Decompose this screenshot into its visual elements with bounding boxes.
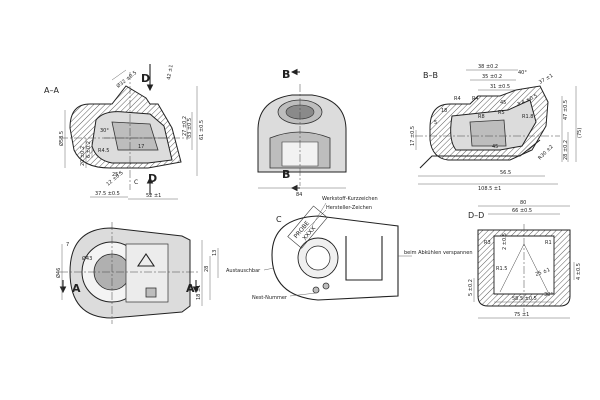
view-plan: A A Ø46 Ø43 7 13 28 18 ±1 bbox=[55, 222, 219, 324]
dim-aa-1: 42 ±1 bbox=[166, 64, 175, 80]
section-mark-d-bottom: D bbox=[148, 172, 157, 185]
plan-marking-box bbox=[145, 287, 157, 298]
dim-bb-6: R4 bbox=[472, 96, 479, 102]
dim-aa-3: 33 ±0.5 bbox=[187, 118, 193, 138]
c-nest-number-dot bbox=[312, 286, 320, 294]
dim-bb-4: 37 ±1 bbox=[538, 73, 554, 86]
callout-manufacturer: Hersteller-Zeichen bbox=[326, 205, 372, 211]
dim-plan-3: 13 bbox=[212, 250, 218, 256]
dim-plan-2: 7 bbox=[66, 242, 69, 248]
dim-bb-9: R5 bbox=[498, 110, 505, 116]
dim-bb-12: 17 ±0.5 bbox=[410, 126, 416, 146]
dim-aa-9: 30° bbox=[100, 128, 109, 134]
dim-bb-11: 5 bbox=[434, 120, 437, 126]
dim-aa-13: 37.5 ±0.5 bbox=[95, 191, 120, 197]
dim-dd-11: 75 ±1 bbox=[514, 312, 529, 318]
callout-exchangeable: Austauschbar bbox=[226, 268, 261, 274]
dim-aa-4: 61 ±0.5 bbox=[199, 120, 205, 140]
view-detail-c: C PROBE XXXX Werkstoff-Kurzzeichen Herst… bbox=[226, 196, 473, 301]
dim-aa-2: 27 ±0.2 bbox=[182, 116, 188, 136]
dim-aa-14: 52 ±1 bbox=[146, 193, 161, 199]
dim-dd-6: 25 ±1 bbox=[535, 267, 551, 278]
dim-aa-7: 6 ±0.2 bbox=[86, 141, 92, 158]
dim-bb-20: 56.5 bbox=[500, 170, 511, 176]
callout-nest-number: Nest-Nummer bbox=[252, 295, 288, 301]
dim-bb-5: R4 bbox=[454, 96, 461, 102]
dd-inner-cavity bbox=[493, 235, 555, 295]
dim-bb-3: 40° bbox=[518, 70, 527, 76]
dim-bb-1: 35 ±0.2 bbox=[482, 74, 502, 80]
view-section-bb: B–B 38 ±0.2 35 ±0.2 31 ±0.5 40° 37 ±1 R4… bbox=[410, 64, 583, 192]
view-label-bb: B–B bbox=[423, 71, 438, 80]
dim-dd-0: 80 bbox=[520, 200, 526, 206]
section-mark-d-top: D bbox=[141, 72, 150, 85]
dim-bb-0: 38 ±0.2 bbox=[478, 64, 498, 70]
dim-dd-3: R1 bbox=[545, 240, 552, 246]
callout-material: Werkstoff-Kurzzeichen bbox=[322, 196, 378, 202]
dim-bb-19: (75) bbox=[577, 128, 583, 138]
dim-plan-5: 18 ±1 bbox=[196, 285, 202, 300]
dim-dd-5: R1.5 bbox=[496, 266, 507, 272]
c-slot bbox=[345, 236, 383, 281]
dim-bb-10: 18 bbox=[441, 108, 447, 114]
section-mark-a-left: A bbox=[72, 282, 81, 295]
section-mark-b-bottom: B bbox=[282, 168, 290, 181]
dim-bb-21: 108.5 ±1 bbox=[478, 186, 501, 192]
dim-bb-8: 45 bbox=[500, 100, 506, 106]
dim-b-width: 84 bbox=[296, 192, 302, 198]
dim-dd-4: 2 ±0.5 bbox=[502, 233, 508, 250]
dim-dd-1: 66 ±0.5 bbox=[512, 208, 532, 214]
view-section-aa: A–A D D Ø32 ±0.5 42 ±1 27 ±0.2 33 ±0.5 6… bbox=[44, 64, 205, 200]
section-mark-b-top: B bbox=[282, 68, 290, 81]
dim-aa-10: 25° bbox=[112, 172, 121, 178]
dim-dd-9: 30° bbox=[544, 292, 553, 298]
section-mark-a-right: A bbox=[186, 282, 195, 295]
view-front-b: B B 84 bbox=[257, 68, 347, 198]
view-section-dd: D–D 80 66 ±0.5 R3 R1 2 ±0.5 R1.5 25 ±1 4… bbox=[468, 200, 582, 319]
dim-dd-10: 58.5 ±0.5 bbox=[512, 296, 537, 302]
dim-aa-5: Ø58.5 bbox=[58, 131, 65, 146]
callout-cooling: beim Abkühlen verspannen bbox=[404, 250, 473, 256]
c-outer-body bbox=[271, 215, 399, 301]
view-label-aa: A–A bbox=[44, 86, 59, 95]
dim-bb-18: 28 ±0.2 bbox=[563, 140, 569, 160]
dim-bb-16: R30 ±2 bbox=[537, 144, 555, 162]
dim-dd-7: 4 ±0.5 bbox=[576, 263, 582, 280]
dim-bb-7: R8 bbox=[478, 114, 485, 120]
dim-aa-8: R4.5 bbox=[98, 148, 109, 154]
warning-triangle-icon bbox=[136, 253, 156, 267]
dim-plan-0: Ø46 bbox=[55, 268, 62, 278]
dim-dd-8: 5 ±0.2 bbox=[468, 279, 474, 296]
dim-aa-6: 20 ±0.2 bbox=[80, 146, 86, 166]
dim-bb-2: 31 ±0.5 bbox=[490, 84, 510, 90]
dim-dd-2: R3 bbox=[484, 240, 491, 246]
dim-bb-15: 45 bbox=[492, 144, 498, 150]
detail-ref-c: C bbox=[134, 179, 138, 186]
dim-bb-17: 47 ±0.5 bbox=[563, 100, 569, 120]
view-label-c: C bbox=[276, 215, 282, 224]
dim-plan-1: Ø43 bbox=[82, 255, 92, 262]
dim-bb-14: R1.8 bbox=[522, 114, 533, 120]
dim-aa-12: 17 bbox=[138, 144, 144, 150]
view-label-dd: D–D bbox=[468, 211, 484, 220]
dim-plan-4: 28 bbox=[204, 266, 210, 272]
